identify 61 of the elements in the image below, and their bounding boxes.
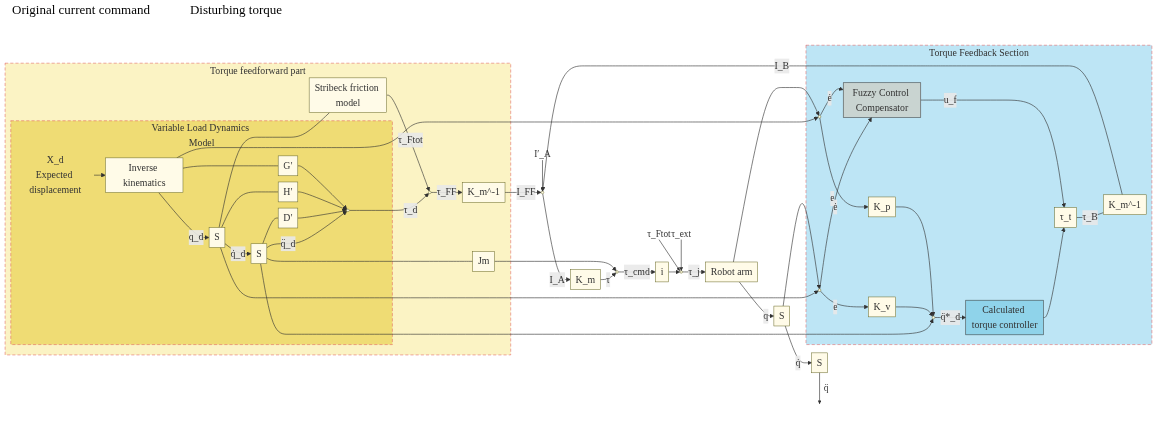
summing-junction xyxy=(540,190,545,194)
edge-label: I′_A xyxy=(534,149,551,159)
summing-junction xyxy=(931,315,935,320)
block-box: τ_t xyxy=(1054,207,1077,228)
edge-label: u_f xyxy=(943,94,957,106)
edge-label: q̇ xyxy=(795,357,801,368)
summing-junction xyxy=(818,288,822,292)
note-label: Original current command xyxy=(12,2,150,19)
signal-line xyxy=(182,165,279,169)
block-box: Robot arm xyxy=(705,261,758,283)
summing-junction xyxy=(615,270,619,274)
edge-label: τ_B xyxy=(1082,211,1098,223)
edge-label: ė xyxy=(833,201,838,212)
summing-junction xyxy=(679,270,683,274)
edge-label: τ_FF xyxy=(436,186,457,198)
edge-label: e xyxy=(833,301,838,312)
signal-line xyxy=(218,112,330,228)
edge-label: q̈*_d xyxy=(940,311,961,323)
summing-junction xyxy=(428,190,432,194)
signal-label: X_d Expected displacement xyxy=(29,154,82,195)
block-box: Stribeck friction model xyxy=(308,77,387,113)
block-box: Inverse kinematics xyxy=(105,157,184,193)
edge-label: τ_Ftot xyxy=(398,134,423,145)
edge-label: ė xyxy=(827,92,832,104)
signal-line xyxy=(262,217,279,245)
block-box: Jm xyxy=(472,251,495,272)
edge-label: τ xyxy=(606,273,611,285)
edge-label: q xyxy=(763,310,769,322)
edge-label: q̈_d xyxy=(280,237,296,249)
block-box: K_m^-1 xyxy=(1103,194,1147,215)
block-box: K_p xyxy=(868,196,896,218)
edge-label: I_FF xyxy=(516,186,536,198)
edge-label: τ_ext xyxy=(671,228,692,239)
block-box: S xyxy=(208,227,226,248)
edge-label: q̇_d xyxy=(230,247,246,259)
edge-label: q̈ xyxy=(823,383,829,394)
block-box: i xyxy=(655,261,669,283)
summing-junction xyxy=(818,115,822,119)
edge-label: e xyxy=(830,192,835,204)
block-box: H′ xyxy=(277,181,299,203)
edge-label: τ_cmd xyxy=(624,266,650,277)
block-box: Fuzzy Control Compensator xyxy=(842,82,922,118)
signal-line xyxy=(221,191,279,228)
block-box: G′ xyxy=(277,155,299,177)
signal-line xyxy=(266,257,474,262)
block-box: S xyxy=(811,352,828,374)
block-box: K_v xyxy=(868,296,896,318)
block-box: K_m^-1 xyxy=(461,182,506,203)
note-label: Disturbing torque xyxy=(189,2,282,19)
block-box: S xyxy=(250,243,268,264)
edge-label: τ_j xyxy=(688,266,700,277)
edge-label: q_d xyxy=(188,231,204,243)
block-box: Calculated torque controller xyxy=(965,299,1044,336)
edge-label: τ_Ftot xyxy=(647,228,671,239)
block-box: D′ xyxy=(277,207,299,229)
block-box: S xyxy=(773,305,790,327)
edge-label: I_A xyxy=(549,273,565,285)
edge-label: τ_d xyxy=(403,204,418,216)
summing-junction xyxy=(346,208,350,212)
edge-label: I_B xyxy=(774,60,790,71)
block-box: K_m xyxy=(570,269,601,290)
